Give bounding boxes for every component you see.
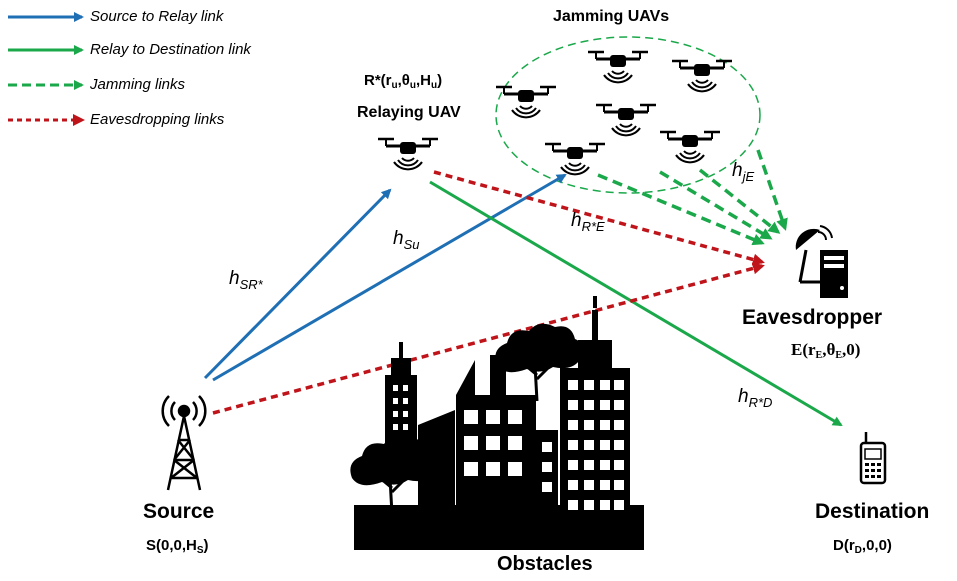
relaying-uav-label: Relaying UAV	[357, 104, 461, 121]
jamming-uav-icon	[494, 85, 558, 119]
jamming-uav-icon	[543, 142, 607, 176]
relaying-uav-icon	[376, 137, 440, 171]
link-relay-to-destination	[429, 180, 843, 427]
channel-label-hsu: hSu	[393, 228, 420, 252]
link-source-to-jammer	[212, 173, 567, 382]
source-label: Source	[143, 500, 215, 523]
legend-source-relay-label: Source to Relay link	[90, 8, 224, 25]
link-source-to-eavesdropper	[212, 262, 765, 415]
destination-coordinates: D(rD,0,0)	[833, 537, 892, 556]
legend-relay-destination-label: Relay to Destination link	[90, 41, 251, 58]
channel-label-hre: hR*E	[571, 210, 605, 234]
relay-coordinates: R*(ru,θu,Hu)	[364, 72, 443, 91]
jamming-link-4	[756, 149, 788, 231]
jamming-link-2	[659, 170, 773, 240]
jamming-uav-icon	[658, 130, 722, 164]
channel-label-hrd: hR*D	[738, 386, 773, 410]
legend-eavesdropping-label: Eavesdropping links	[90, 111, 225, 128]
legend-jamming-label: Jamming links	[90, 76, 186, 93]
jamming-link-3	[698, 168, 781, 234]
jamming-uav-icon	[594, 103, 658, 137]
channel-label-hje: hjE	[732, 160, 755, 184]
jamming-uavs-label: Jamming UAVs	[553, 8, 670, 25]
destination-phone-icon	[859, 432, 887, 485]
eavesdropper-coordinates: E(rE,θE,0)	[791, 340, 861, 361]
channel-label-hsr: hSR*	[229, 268, 263, 292]
source-tower-icon	[161, 395, 207, 491]
link-relay-to-eavesdropper	[433, 170, 765, 266]
link-source-to-relay	[203, 188, 392, 380]
jamming-uav-icon	[586, 50, 650, 84]
jamming-link-1	[597, 173, 765, 246]
jamming-uav-icon	[670, 59, 734, 93]
eavesdropper-label: Eavesdropper	[742, 306, 883, 329]
source-coordinates: S(0,0,HS)	[146, 537, 209, 556]
jamming-cluster-ellipse	[495, 36, 761, 194]
eavesdropper-icon	[795, 225, 848, 298]
obstacles-label: Obstacles	[497, 553, 593, 575]
obstacles-city-icon	[348, 296, 644, 550]
destination-label: Destination	[815, 500, 930, 523]
